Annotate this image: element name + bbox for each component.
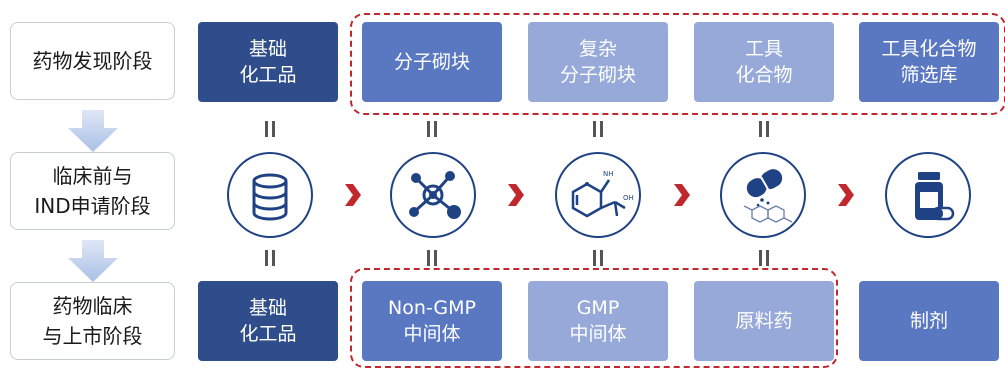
top-box-basic-chemicals: 基础 化工品 (198, 22, 338, 102)
svg-text:OH: OH (623, 194, 634, 202)
box-label: 工具化合物 筛选库 (881, 38, 977, 86)
bottom-box-api: 原料药 (694, 281, 834, 361)
stage-clinical-market: 药物临床 与上市阶段 (10, 282, 175, 360)
bottom-box-formulation: 制剂 (859, 281, 999, 361)
stage-drug-discovery: 药物发现阶段 (10, 22, 175, 100)
stage-label: 药物发现阶段 (32, 49, 153, 73)
box-label: 复杂 分子砌块 (559, 38, 636, 86)
top-box-building-blocks: 分子砌块 (362, 22, 502, 102)
equals-mark (425, 121, 439, 137)
box-label: GMP 中间体 (569, 297, 627, 345)
molecule-node-icon (390, 152, 476, 238)
equals-mark (263, 250, 277, 266)
equals-mark (757, 121, 771, 137)
bottom-box-gmp-intermediate: GMP 中间体 (528, 281, 668, 361)
medicine-bottle-icon (885, 152, 971, 238)
box-label: 制剂 (909, 310, 948, 332)
bottom-box-non-gmp-intermediate: Non-GMP 中间体 (362, 281, 502, 361)
database-icon (227, 152, 313, 238)
arrow-down-icon (68, 110, 118, 152)
equals-mark (263, 121, 277, 137)
chevron-right-icon (345, 184, 361, 206)
bottom-box-basic-chemicals: 基础 化工品 (198, 281, 338, 361)
top-box-screening-library: 工具化合物 筛选库 (859, 22, 999, 102)
equals-mark (591, 121, 605, 137)
svg-text:NH: NH (603, 170, 614, 178)
box-label: 基础 化工品 (239, 297, 297, 345)
stage-preclinical-ind: 临床前与 IND申请阶段 (10, 152, 175, 230)
equals-mark (591, 250, 605, 266)
box-label: 工具 化合物 (735, 38, 793, 86)
box-label: 基础 化工品 (239, 38, 297, 86)
stage-label: 临床前与 IND申请阶段 (34, 164, 151, 218)
equals-mark (757, 250, 771, 266)
capsule-compound-icon (720, 152, 806, 238)
box-label: 原料药 (735, 310, 793, 332)
box-label: Non-GMP 中间体 (387, 297, 476, 345)
equals-mark (425, 250, 439, 266)
chevron-right-icon (508, 184, 524, 206)
chemical-structure-icon: NH OH (555, 152, 641, 238)
top-box-tool-compounds: 工具 化合物 (694, 22, 834, 102)
stage-label: 药物临床 与上市阶段 (42, 294, 143, 348)
box-label: 分子砌块 (393, 51, 470, 73)
top-box-complex-building-blocks: 复杂 分子砌块 (528, 22, 668, 102)
chevron-right-icon (838, 184, 854, 206)
arrow-down-icon (68, 240, 118, 282)
chevron-right-icon (674, 184, 690, 206)
